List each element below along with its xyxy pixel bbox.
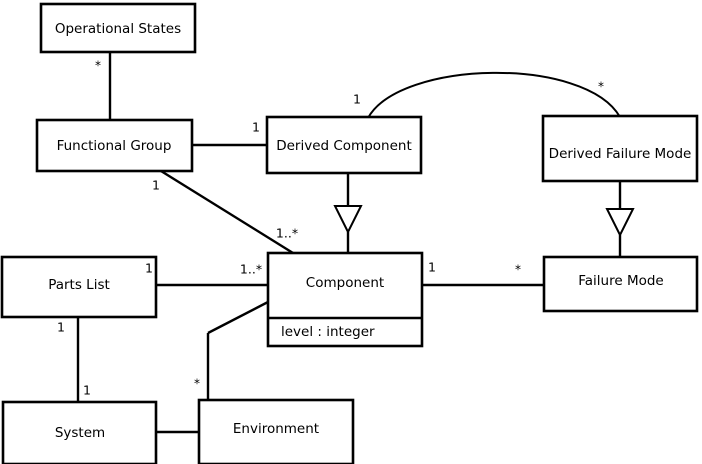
multiplicity-functional-group-component-source: 1	[152, 178, 160, 193]
class-rect-derived-component	[265, 115, 423, 175]
class-label-functional-group: Functional Group	[57, 138, 172, 154]
class-box-environment[interactable]: Environment	[197, 398, 355, 464]
multiplicity-component-failure-mode-source: 1	[428, 260, 436, 275]
class-rect-failure-mode	[542, 255, 699, 313]
class-label-environment: Environment	[233, 421, 319, 437]
multiplicity-operational-states: *	[95, 59, 101, 73]
multiplicity-functional-group-component-target: 1..*	[276, 226, 298, 241]
class-label-component: Component	[306, 275, 384, 291]
multiplicity-component-failure-mode-target: *	[515, 263, 521, 277]
class-rect-system	[1, 400, 158, 464]
class-rect-parts-list	[0, 255, 158, 319]
class-rect-component	[266, 251, 424, 348]
class-rect-operational-states	[39, 2, 197, 54]
class-rect-environment	[197, 398, 355, 464]
multiplicity-component-environment: *	[194, 377, 200, 391]
generalization-triangle-component	[333, 205, 363, 235]
generalization-triangle-failure-mode	[605, 208, 635, 238]
class-attribute-component-level: level : integer	[281, 324, 375, 340]
class-box-derived-component[interactable]: Derived Component	[265, 115, 423, 175]
class-rect-derived-failure-mode	[541, 114, 699, 183]
class-label-derived-failure-mode: Derived Failure Mode	[549, 146, 692, 162]
multiplicity-parts-list-system-target: 1	[83, 383, 91, 398]
class-rect-functional-group	[35, 118, 194, 173]
multiplicity-parts-list-component-source: 1	[145, 261, 153, 276]
class-label-parts-list: Parts List	[48, 277, 110, 293]
association-arc-derived-component-derived-failure-mode	[367, 71, 621, 119]
association-component-environment-diagonal	[207, 300, 269, 335]
association-functional-group-component	[160, 169, 294, 255]
class-box-functional-group[interactable]: Functional Group	[35, 118, 194, 173]
class-box-component[interactable]: Component level : integer	[266, 251, 424, 348]
class-box-system[interactable]: System	[1, 400, 158, 464]
multiplicity-arc-derived-failure-mode: *	[598, 80, 604, 94]
multiplicity-parts-list-system-source: 1	[57, 320, 65, 335]
multiplicity-parts-list-component-target: 1..*	[240, 262, 262, 277]
class-box-failure-mode[interactable]: Failure Mode	[542, 255, 699, 313]
multiplicity-arc-derived-component: 1	[353, 92, 361, 107]
class-label-failure-mode: Failure Mode	[578, 273, 664, 289]
class-box-derived-failure-mode[interactable]: Derived Failure Mode	[541, 114, 699, 183]
class-label-derived-component: Derived Component	[276, 138, 412, 154]
class-label-system: System	[55, 425, 105, 441]
class-label-operational-states: Operational States	[55, 21, 181, 37]
class-box-operational-states[interactable]: Operational States	[39, 2, 197, 54]
class-box-parts-list[interactable]: Parts List	[0, 255, 158, 319]
multiplicity-derived-component-source: 1	[252, 120, 260, 135]
